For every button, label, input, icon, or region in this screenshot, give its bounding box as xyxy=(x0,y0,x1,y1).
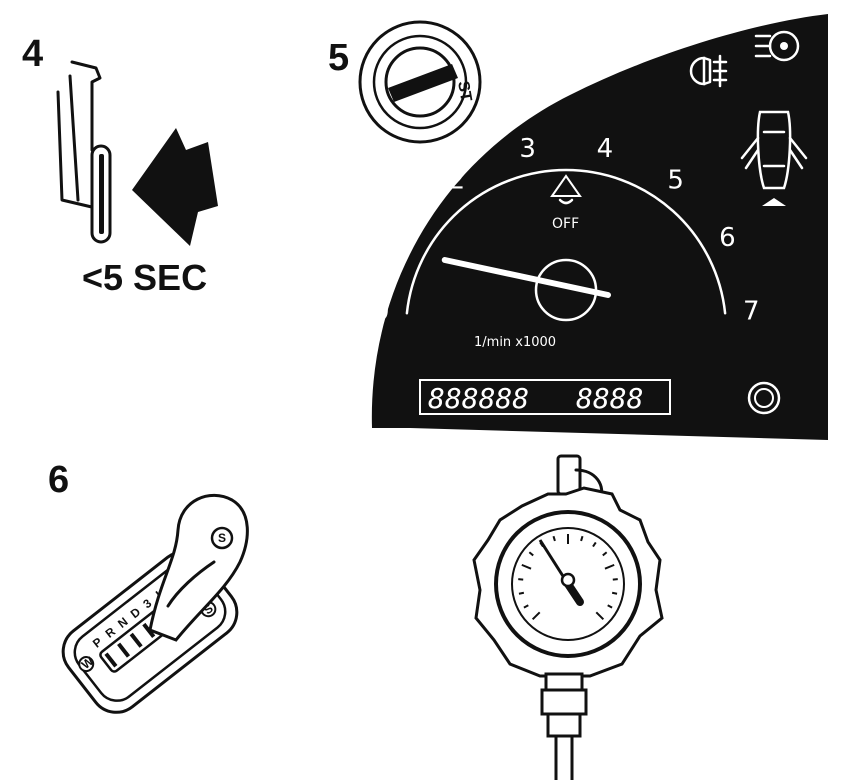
gauge-tick xyxy=(611,591,618,595)
tachometer-tick-label: 5 xyxy=(667,166,684,196)
headlight-icon xyxy=(754,30,800,62)
instrument-cluster xyxy=(371,14,828,440)
sport-button-mark: S xyxy=(218,531,226,545)
ignition-key-icon: ST xyxy=(358,20,482,144)
gauge-tick xyxy=(531,611,541,621)
odometer-total: 888888 xyxy=(428,382,529,415)
tachometer-tick-label: 7 xyxy=(743,297,760,327)
tachometer-tick-label: 6 xyxy=(719,223,736,253)
odometer-trip: 8888 xyxy=(576,382,643,415)
door-open-icon xyxy=(740,110,808,206)
tachometer-unit-label: 1/min x1000 xyxy=(474,335,556,350)
reset-knob[interactable] xyxy=(747,381,781,415)
gauge-tick xyxy=(518,591,525,595)
step-5-panel: 5 ST xyxy=(328,14,828,440)
gauge-tick xyxy=(552,535,556,542)
tachometer-needle xyxy=(441,257,611,298)
traction-control-icon xyxy=(550,174,582,205)
gear-lever-handle[interactable]: S xyxy=(148,494,249,642)
step-6-number: 6 xyxy=(48,459,69,501)
tachometer-tick-label: 2 xyxy=(449,166,466,196)
gauge-tick xyxy=(523,604,529,609)
tachometer-tick-label: 1 xyxy=(397,223,414,253)
gauge-hose-fitting xyxy=(540,672,588,780)
winter-button[interactable] xyxy=(76,654,96,674)
duration-label: <5 SEC xyxy=(82,257,207,298)
press-arrow-icon xyxy=(132,128,218,246)
gauge-top-fitting xyxy=(556,454,582,496)
gauge-tick xyxy=(602,551,608,557)
tachometer-ticks: 0 1 2 3 4 5 6 7 xyxy=(373,134,760,326)
step-4-number: 4 xyxy=(22,33,43,75)
fog-light-icon xyxy=(689,54,728,88)
tcs-off-label: OFF xyxy=(552,216,579,232)
gauge-tick xyxy=(521,563,532,570)
gauge-tick xyxy=(528,551,534,557)
brake-pedal-icon xyxy=(56,60,112,244)
odometer-display: 888888 8888 xyxy=(419,379,671,415)
tachometer-scale-arc xyxy=(405,168,727,315)
step-6-panel: 6 PRND3L W S S xyxy=(48,459,249,714)
gauge-tick xyxy=(595,611,605,621)
gauge-tick xyxy=(592,541,597,548)
gauge-tick xyxy=(604,563,615,570)
pressure-gauge xyxy=(472,454,664,780)
tachometer-tick-label: 4 xyxy=(597,134,614,164)
key-start-mark: ST xyxy=(454,80,474,103)
tachometer-tick-label: 0 xyxy=(373,297,390,327)
gauge-tick xyxy=(607,604,613,609)
tachometer-tick-label: 3 xyxy=(519,134,536,164)
gauge-tick xyxy=(580,535,584,542)
step-5-number: 5 xyxy=(328,37,349,79)
tachometer: 0 1 2 3 4 5 6 7 OFF 1/min x1000 xyxy=(373,134,760,350)
step-4-panel: 4 <5 SEC xyxy=(22,33,218,298)
